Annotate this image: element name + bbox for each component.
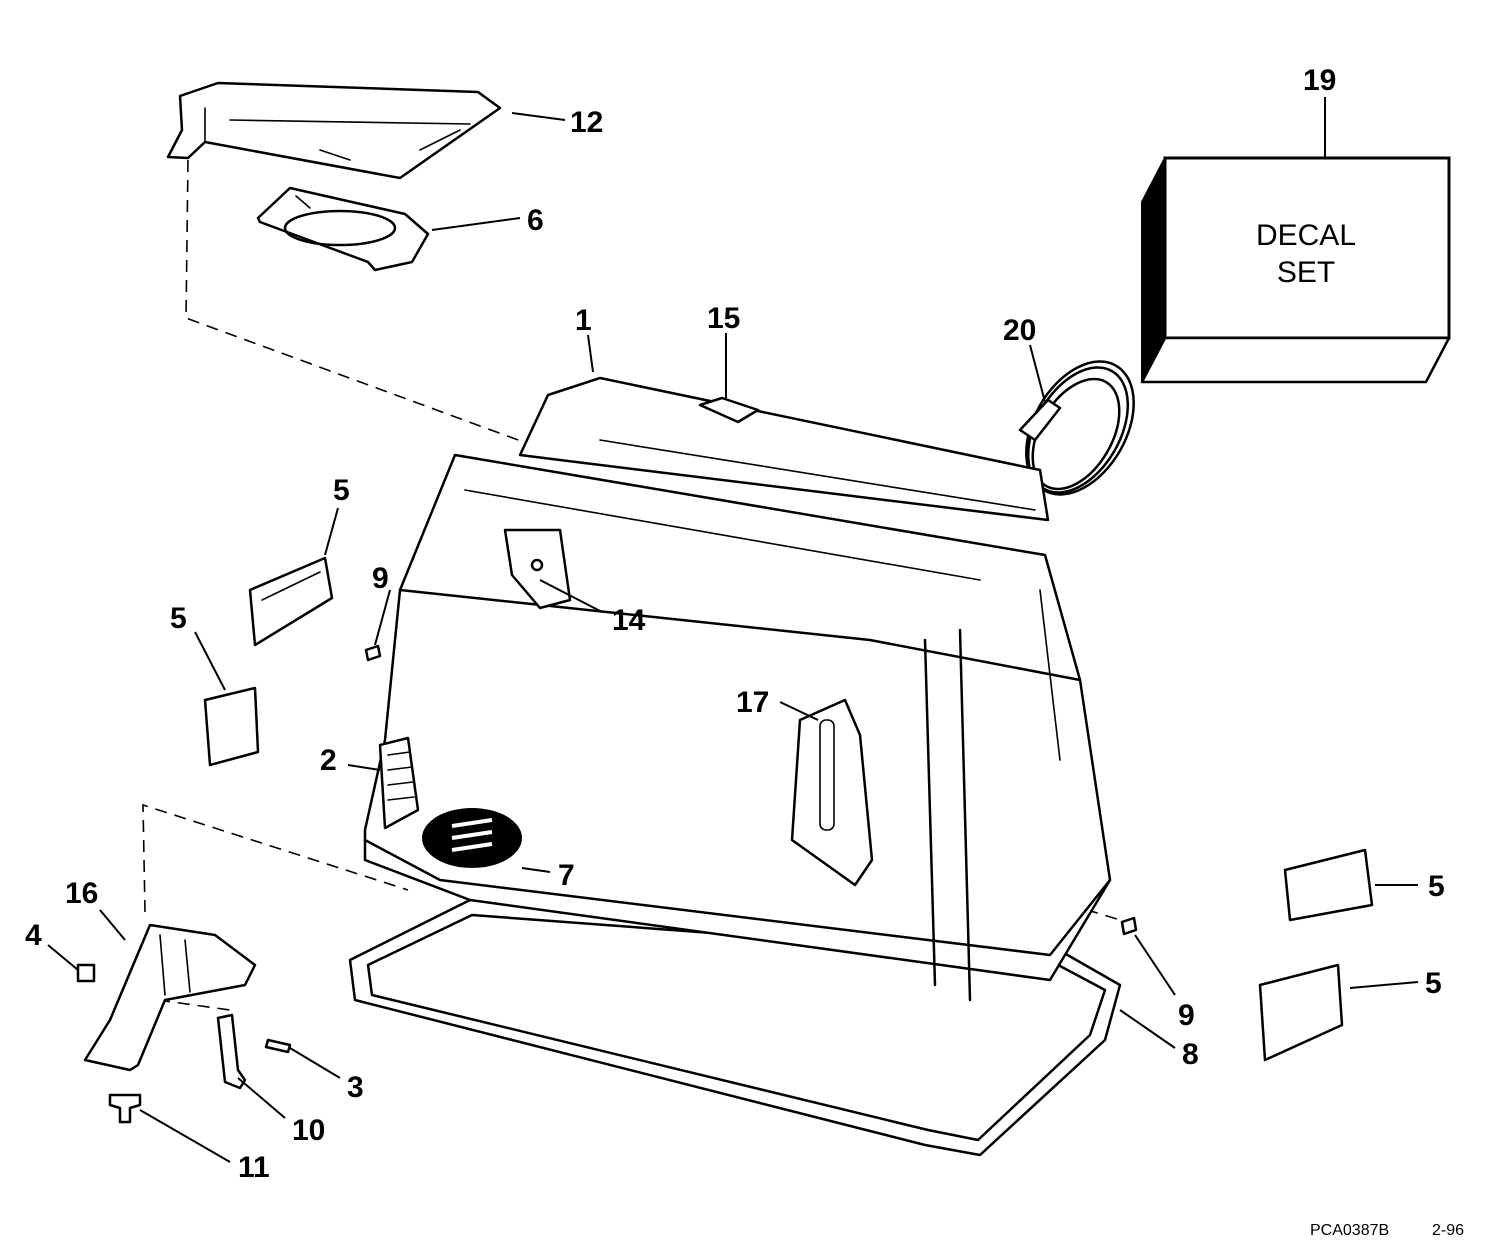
callout-20: 20 [1003,314,1036,347]
assembly-guide-lines [142,159,1121,1011]
callout-10: 10 [292,1114,325,1147]
callout-11: 11 [238,1151,270,1184]
callout-4: 4 [25,919,42,952]
callout-5-right-upper: 5 [1428,870,1445,903]
decal-set-line1: DECAL [1256,219,1356,252]
callout-16: 16 [65,877,98,910]
callout-15: 15 [707,302,740,335]
callout-3: 3 [347,1071,364,1104]
callout-6: 6 [527,204,544,237]
screw-parts [364,644,1138,936]
inner-bracket-part [503,528,572,610]
side-grille-part [378,736,420,830]
callout-12: 12 [570,106,603,139]
drawing-date: 2-96 [1432,1222,1464,1239]
decal-set-line2: SET [1277,256,1335,289]
callout-1: 1 [575,304,592,337]
callout-14: 14 [612,604,646,637]
callout-5-left: 5 [170,602,187,635]
callout-5-right-lower: 5 [1425,967,1442,1000]
decal-set-box [1140,156,1451,384]
top-cover-part [166,81,502,180]
callout-8: 8 [1182,1038,1199,1071]
emblem-part [422,808,522,868]
callout-5-upper: 5 [333,474,350,507]
callout-19: 19 [1303,64,1336,97]
seal-plate-part [256,186,430,272]
callout-9-right: 9 [1178,999,1195,1032]
callout-17: 17 [736,686,769,719]
latch-bracket-part [790,698,874,887]
side-bracket-part [83,923,257,1072]
callout-labels: 12 6 19 1 15 20 5 9 5 14 17 2 7 5 5 9 8 … [25,64,1445,1184]
callout-2: 2 [320,744,337,777]
callout-7: 7 [558,859,575,892]
number-decal-parts [203,556,1374,1062]
callout-9-left: 9 [372,562,389,595]
drawing-code: PCA0387B [1310,1222,1389,1239]
leader-lines [47,97,1419,1163]
small-hardware-parts [76,963,292,1124]
